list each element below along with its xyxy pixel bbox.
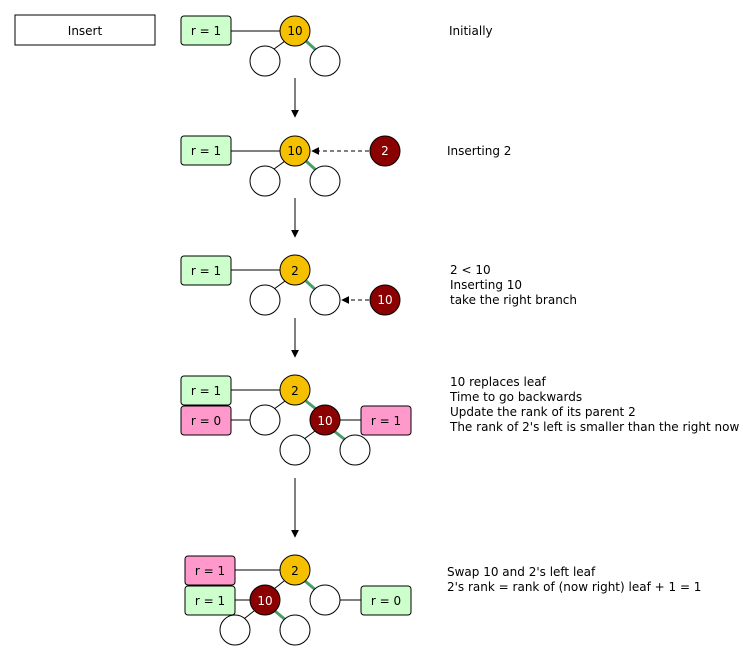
node-value: 2 — [291, 264, 299, 278]
rank-tag-top — [180, 375, 232, 406]
rank-tag — [180, 15, 232, 46]
rank-tag-label: r = 1 — [195, 564, 225, 578]
tree-leaf — [249, 45, 281, 77]
rank-tag-label: r = 1 — [371, 414, 401, 428]
step-note: 10 replaces leaf — [450, 375, 547, 389]
insert-button-label: Insert — [68, 24, 103, 38]
step-note: 2's rank = rank of (now right) leaf + 1 … — [447, 580, 701, 594]
step-note: Update the rank of its parent 2 — [450, 405, 636, 419]
rank-tag — [180, 135, 232, 166]
step-note: Inserting 2 — [447, 144, 511, 158]
rank-tag-left — [184, 585, 236, 616]
step-4: r = 1 r = 0 2 10 r = 1 10 replaces leaf … — [180, 374, 739, 466]
step-note: Initially — [449, 24, 493, 38]
tree-node-child — [309, 404, 341, 436]
rank-tag-right — [360, 405, 412, 436]
step-5: r = 1 r = 1 2 10 r = 0 Swap 10 and 2's l… — [184, 554, 701, 646]
node-value: 2 — [291, 384, 299, 398]
tree-leaf — [309, 45, 341, 77]
step-3: r = 1 2 10 2 < 10 Inserting 10 take the … — [180, 254, 577, 316]
step-note: take the right branch — [450, 293, 577, 307]
tree-node-root — [279, 15, 311, 47]
tree-leaf — [279, 614, 311, 646]
rank-tag-label: r = 1 — [191, 24, 221, 38]
step-2: r = 1 10 2 Inserting 2 — [180, 135, 511, 197]
node-value: 2 — [291, 564, 299, 578]
node-value: 10 — [287, 144, 302, 158]
tree-leaf — [219, 614, 251, 646]
incoming-value: 2 — [381, 144, 389, 158]
step-note: 2 < 10 — [450, 263, 491, 277]
node-value: 10 — [257, 594, 272, 608]
tree-edge-left — [273, 580, 285, 590]
tree-leaf — [309, 284, 341, 316]
tree-node-root — [279, 254, 311, 286]
tree-leaf — [309, 584, 341, 616]
step-note: Swap 10 and 2's left leaf — [447, 565, 596, 579]
step-note: The rank of 2's left is smaller than the… — [449, 420, 739, 434]
tree-leaf — [279, 434, 311, 466]
insert-button[interactable]: Insert — [14, 14, 156, 46]
rank-tag-label: r = 1 — [191, 264, 221, 278]
rank-tag-top — [184, 555, 236, 586]
rank-tag-label: r = 1 — [195, 594, 225, 608]
tree-leaf — [249, 404, 281, 436]
tree-node-root — [279, 135, 311, 167]
tree-node-root — [279, 554, 311, 586]
rank-tag-label: r = 1 — [191, 144, 221, 158]
step-note: Inserting 10 — [450, 278, 522, 292]
rank-tag-right — [360, 585, 412, 616]
incoming-value: 10 — [377, 293, 392, 307]
tree-leaf — [249, 284, 281, 316]
rank-tag-left — [180, 405, 232, 436]
rank-tag — [180, 255, 232, 286]
rank-tag-label: r = 0 — [191, 414, 221, 428]
tree-leaf — [249, 165, 281, 197]
step-1: r = 1 10 Initially — [180, 15, 493, 77]
incoming-node — [369, 135, 401, 167]
tree-node-root — [279, 374, 311, 406]
rank-tag-label: r = 0 — [371, 594, 401, 608]
incoming-node — [369, 284, 401, 316]
step-note: Time to go backwards — [449, 390, 582, 404]
tree-edge-right — [305, 399, 317, 411]
rank-tag-label: r = 1 — [191, 384, 221, 398]
node-value: 10 — [287, 24, 302, 38]
node-value: 10 — [317, 414, 332, 428]
tree-leaf — [309, 165, 341, 197]
tree-leaf — [339, 434, 371, 466]
tree-node-child — [249, 584, 281, 616]
